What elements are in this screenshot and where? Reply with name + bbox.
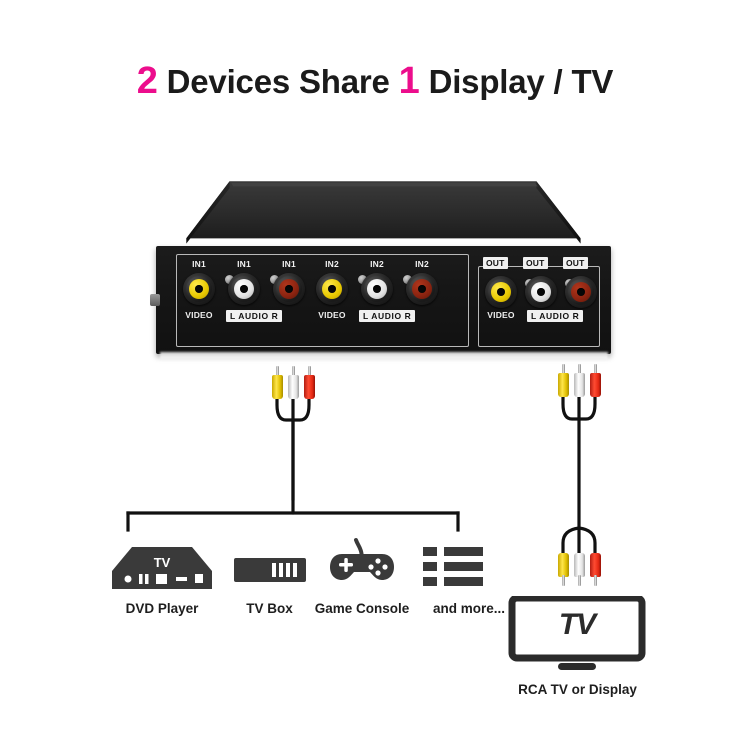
output-cable-path — [561, 392, 597, 558]
port-signal-in2-video: VIDEO — [318, 310, 346, 320]
port-label-in1-audio-r: IN1 — [282, 259, 296, 269]
port-signal-out-audio: L AUDIO R — [527, 310, 584, 322]
plug-barrel — [558, 373, 569, 397]
rca-switch-box: IN1 VIDEO IN1 IN1 L — [148, 176, 618, 366]
port-label-in1-audio-l: IN1 — [237, 259, 251, 269]
title-device-count: 2 — [136, 60, 158, 102]
plug-barrel — [558, 553, 569, 577]
jack-in2-audio-l[interactable] — [361, 273, 393, 305]
device-top-face — [186, 181, 581, 244]
jack-in2-audio-r[interactable] — [406, 273, 438, 305]
input-cable-path — [275, 394, 311, 515]
jack-in2-video[interactable] — [316, 273, 348, 305]
dvd-player-icon: TV — [112, 547, 212, 589]
title-display-count: 1 — [398, 60, 420, 102]
jack-hole — [240, 285, 248, 293]
port-label-out-audio-r: OUT — [563, 257, 588, 269]
port-signal-in1-video: VIDEO — [185, 310, 213, 320]
tv-box-icon — [234, 558, 306, 582]
source-bracket — [126, 511, 460, 532]
plug-barrel — [574, 373, 585, 397]
plug-pin — [578, 364, 581, 375]
jack-out-audio-l[interactable] — [525, 276, 557, 308]
port-signal-in2-audio: L AUDIO R — [359, 310, 416, 322]
game-controller-icon — [330, 538, 394, 580]
plug-pin — [594, 575, 597, 586]
plug-barrel — [288, 375, 299, 399]
jack-in1-audio-l[interactable] — [228, 273, 260, 305]
port-label-in2-video: IN2 — [325, 259, 339, 269]
device-front-face: IN1 VIDEO IN1 IN1 L — [150, 246, 611, 354]
jack-hole — [497, 288, 505, 296]
jack-hole — [537, 288, 545, 296]
title-text-2: Display / TV — [428, 63, 614, 100]
plug-barrel — [590, 553, 601, 577]
port-label-in1-video: IN1 — [192, 259, 206, 269]
port-label-out-audio-l: OUT — [523, 257, 548, 269]
plug-barrel — [304, 375, 315, 399]
port-label-in2-audio-r: IN2 — [415, 259, 429, 269]
plug-pin — [276, 366, 279, 377]
source-label-and-more: and more... — [432, 601, 505, 616]
jack-hole — [328, 285, 336, 293]
port-signal-out-video: VIDEO — [487, 310, 515, 320]
device-drop-shadow — [160, 352, 608, 359]
plug-pin — [594, 364, 597, 375]
jack-hole — [195, 285, 203, 293]
jack-in1-video[interactable] — [183, 273, 215, 305]
plug-pin — [292, 366, 295, 377]
source-label-dvd-player: DVD Player — [125, 601, 199, 616]
jack-out-video[interactable] — [485, 276, 517, 308]
tv-monitor-icon — [508, 596, 646, 670]
dvd-badge-text: TV — [154, 555, 171, 570]
jack-hole — [373, 285, 381, 293]
plug-barrel — [574, 553, 585, 577]
plug-pin — [308, 366, 311, 377]
jack-hole — [577, 288, 585, 296]
display-label: RCA TV or Display — [518, 682, 637, 697]
jack-hole — [285, 285, 293, 293]
source-label-game-console: Game Console — [314, 601, 410, 616]
list-more-icon — [423, 547, 483, 586]
jack-in1-audio-r[interactable] — [273, 273, 305, 305]
port-label-out-video: OUT — [483, 257, 508, 269]
input-panel — [176, 254, 469, 347]
plug-pin — [578, 575, 581, 586]
source-label-tv-box: TV Box — [246, 601, 293, 616]
plug-pin — [562, 364, 565, 375]
device-side-screw — [150, 294, 160, 306]
jack-hole — [418, 285, 426, 293]
tv-screen-text: TV — [558, 608, 596, 641]
title-text-1: Devices Share — [166, 63, 390, 100]
plug-barrel — [272, 375, 283, 399]
jack-out-audio-r[interactable] — [565, 276, 597, 308]
plug-pin — [562, 575, 565, 586]
port-signal-in1-audio: L AUDIO R — [226, 310, 283, 322]
port-label-in2-audio-l: IN2 — [370, 259, 384, 269]
page-title: 2 Devices Share 1 Display / TV — [0, 60, 750, 103]
plug-barrel — [590, 373, 601, 397]
